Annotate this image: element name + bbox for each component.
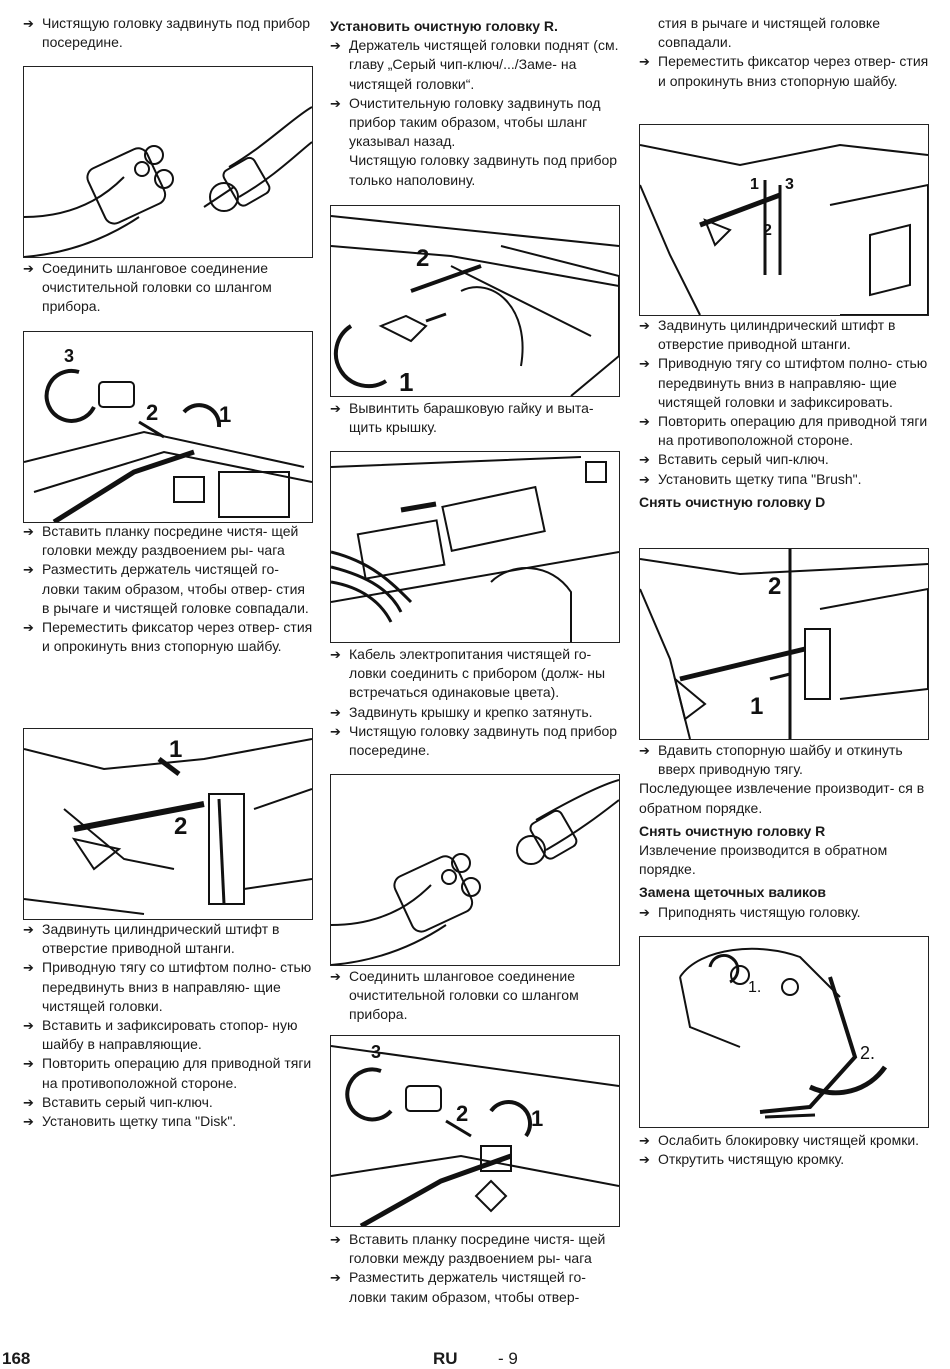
bullet-item: Соединить шланговое соединение очистител…	[330, 967, 622, 1025]
section-install-head-r: Установить очистную головку R. Держатель…	[330, 17, 622, 190]
bullet-continuation: Чистящую головку задвинуть под прибор то…	[349, 152, 618, 188]
section-heading: Установить очистную головку R.	[330, 18, 558, 34]
bullet-list: Соединить шланговое соединение очистител…	[330, 967, 622, 1025]
callout-3: 3	[785, 176, 794, 193]
bullet-item: Приводную тягу со штифтом полно- стью пе…	[23, 958, 313, 1016]
callout-1: 1	[531, 1106, 543, 1131]
callout-2: 2	[456, 1101, 468, 1126]
bullet-list: Вывинтить барашковую гайку и выта- щить …	[330, 399, 622, 437]
section-page-label: - 9	[498, 1349, 518, 1368]
bullet-continuation: стия в рычаге и чистящей головке совпада…	[658, 15, 881, 51]
bullet-list: Вставить планку посредине чистя- щей гол…	[330, 1230, 622, 1307]
figure-pin-insert: 1 2	[23, 728, 313, 920]
callout-3: 3	[64, 346, 74, 366]
bullet-item: Чистящую головку задвинуть под прибор по…	[23, 14, 313, 52]
bullet-item: Вставить серый чип-ключ.	[23, 1093, 313, 1112]
bullet-item: Вывинтить барашковую гайку и выта- щить …	[330, 399, 622, 437]
section-heading: Снять очистную головку R	[639, 822, 826, 839]
paragraph: Извлечение производится в обратном поряд…	[639, 842, 888, 878]
callout-2: 2	[768, 573, 781, 600]
bullet-item: Переместить фиксатор через отвер- стия и…	[23, 618, 313, 656]
bullet-list: Соединить шланговое соединение очистител…	[23, 259, 313, 317]
figure-wing-nut: 2 1	[330, 205, 620, 397]
paragraph: Последующее извлечение производит- ся в …	[639, 780, 925, 816]
callout-2: 2	[763, 222, 772, 239]
bullet-item: Вставить планку посредине чистя- щей гол…	[330, 1230, 622, 1268]
bullet-list: Вставить планку посредине чистя- щей гол…	[23, 522, 313, 656]
callout-1: 1	[750, 693, 763, 720]
bullet-item: Вставить планку посредине чистя- щей гол…	[23, 522, 313, 560]
language-code: RU	[433, 1349, 458, 1368]
callout-2: 2	[174, 813, 187, 840]
bullet-item: Ослабить блокировку чистящей кромки.	[639, 1131, 931, 1150]
bullet-item: Приподнять чистящую головку.	[639, 903, 931, 922]
figure-lever-insert: 3 2 1	[23, 331, 313, 523]
bullet-item: Разместить держатель чистящей го- ловки …	[23, 560, 313, 618]
callout-1: 1	[169, 736, 182, 763]
figure-cable-connector	[330, 451, 620, 643]
section-heading: Замена щеточных валиков	[639, 884, 827, 901]
page-number: 168	[2, 1349, 31, 1368]
bullet-item: Установить щетку типа "Disk".	[23, 1112, 313, 1131]
bullet-list: Кабель электропитания чистящей го- ловки…	[330, 645, 622, 760]
bullet-item: Повторить операцию для приводной тяги на…	[639, 412, 931, 450]
figure-squeegee-edge: 1. 2.	[639, 936, 929, 1128]
bullet-item: Чистящую головку задвинуть под прибор по…	[330, 722, 622, 760]
bullet-list: стия в рычаге и чистящей головке совпада…	[639, 14, 931, 91]
bullet-item: Открутить чистящую кромку.	[639, 1150, 931, 1169]
callout-1: 1	[219, 402, 231, 427]
callout-2: 2.	[860, 1043, 875, 1063]
bullet-list: Ослабить блокировку чистящей кромки. Отк…	[639, 1131, 931, 1170]
section-heading: Снять очистную головку D	[639, 493, 826, 510]
figure-remove-head: 2 1	[639, 548, 929, 740]
bullet-item: Приводную тягу со штифтом полно- стью пе…	[639, 354, 931, 412]
bullet-item: Держатель чистящей головки поднят (см. г…	[330, 36, 622, 94]
bullet-list: Задвинуть цилиндрический штифт в отверст…	[639, 316, 931, 512]
bullet-item: Установить щетку типа "Brush".	[639, 470, 931, 489]
bullet-item: Переместить фиксатор через отвер- стия и…	[639, 52, 931, 90]
bullet-list: Задвинуть цилиндрический штифт в отверст…	[23, 920, 313, 1131]
figure-lever-insert: 3 2 1	[330, 1035, 620, 1227]
callout-1: 1	[399, 367, 413, 396]
bullet-item: Задвинуть цилиндрический штифт в отверст…	[23, 920, 313, 958]
callout-1: 1	[750, 176, 759, 193]
callout-3: 3	[371, 1042, 381, 1062]
bullet-item: Очистительную головку задвинуть под приб…	[330, 94, 622, 152]
figure-pin-rod: 1 3 2	[639, 124, 929, 316]
bullet-item: Повторить операцию для приводной тяги на…	[23, 1054, 313, 1092]
bullet-item: Вставить серый чип-ключ.	[639, 450, 931, 469]
callout-1: 1.	[748, 979, 761, 996]
bullet-item: Задвинуть цилиндрический штифт в отверст…	[639, 316, 931, 354]
figure-hose-coupling	[23, 66, 313, 258]
bullet-item: Вдавить стопорную шайбу и откинуть вверх…	[639, 741, 931, 779]
bullet-item: Задвинуть крышку и крепко затянуть.	[330, 703, 622, 722]
callout-2: 2	[146, 400, 158, 425]
bullet-item: Разместить держатель чистящей го- ловки …	[330, 1268, 622, 1306]
figure-hose-coupling	[330, 774, 620, 966]
bullet-item: Вставить и зафиксировать стопор- ную шай…	[23, 1016, 313, 1054]
section-page-number: - 9	[498, 1349, 518, 1369]
bullet-list: Чистящую головку задвинуть под прибор по…	[23, 14, 313, 52]
bullet-item: Соединить шланговое соединение очистител…	[23, 259, 313, 317]
section-remove-head-d: Вдавить стопорную шайбу и откинуть вверх…	[639, 741, 931, 922]
bullet-item: Кабель электропитания чистящей го- ловки…	[330, 645, 622, 703]
callout-2: 2	[416, 245, 429, 272]
